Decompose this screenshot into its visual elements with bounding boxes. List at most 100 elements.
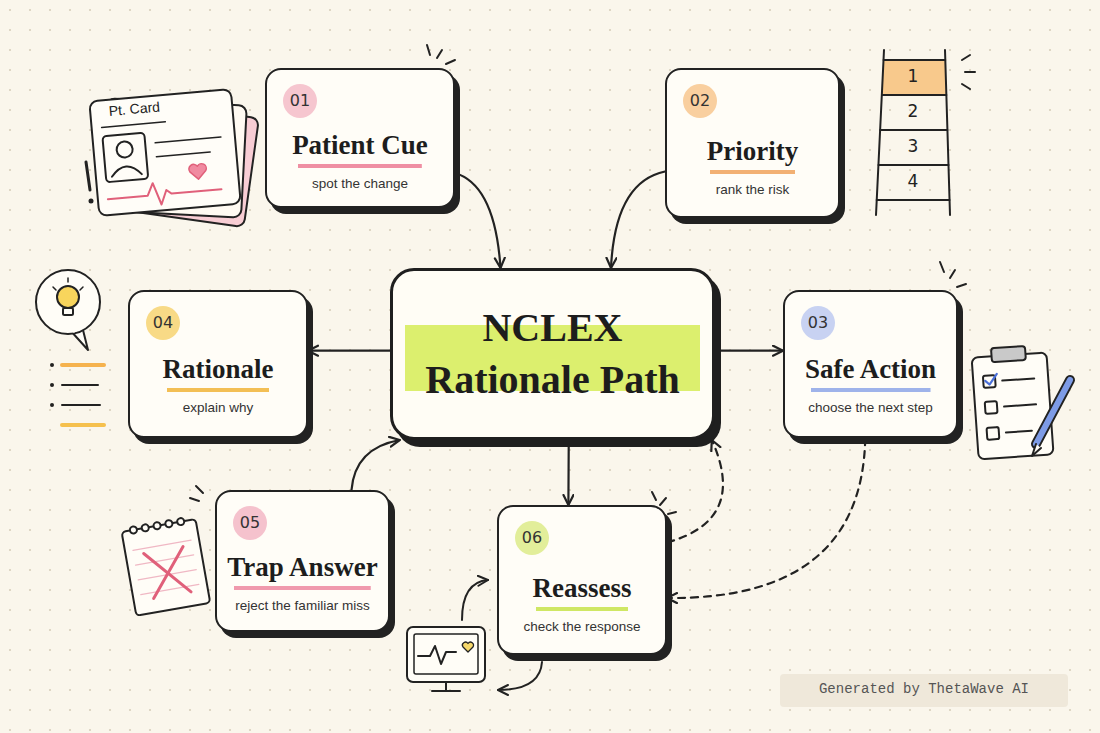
step-title: Patient Cue	[288, 128, 432, 168]
step-subtitle: choose the next step	[785, 400, 956, 415]
step-box: 04Rationaleexplain why	[128, 290, 308, 438]
notepad-icon	[165, 520, 173, 528]
note-lines	[50, 403, 54, 407]
spark-lines	[190, 498, 199, 501]
notepad-icon	[121, 516, 210, 616]
step-title: Reassess	[529, 571, 636, 611]
note-lines	[62, 384, 98, 386]
clipboard-icon	[987, 427, 1000, 440]
alert-mark	[86, 162, 94, 204]
priority-ladder	[882, 94, 946, 96]
step-number: 01	[283, 84, 317, 118]
spark-lines	[962, 84, 970, 89]
note-lines	[62, 404, 100, 406]
clipboard-icon	[985, 374, 998, 385]
patient-card-icon	[89, 89, 240, 216]
priority-ladder	[880, 129, 947, 131]
rank-number: 4	[898, 171, 928, 191]
arrow-connector	[715, 349, 783, 351]
step-box: 05Trap Answerreject the familiar miss	[215, 490, 390, 632]
spark-lines	[962, 55, 970, 60]
notepad-icon	[153, 522, 161, 530]
priority-ladder	[876, 50, 950, 215]
note-lines	[62, 363, 104, 367]
step-title: Rationale	[159, 352, 278, 392]
spark-lines	[652, 492, 656, 500]
step-number: 02	[683, 84, 717, 118]
dashed-connector	[667, 438, 865, 598]
arrow-connector	[352, 440, 400, 490]
clipboard-icon	[1006, 431, 1032, 433]
lightbulb-bubble	[80, 287, 83, 290]
spark-lines	[190, 45, 975, 514]
spark-lines	[437, 50, 442, 58]
step-subtitle: rank the risk	[667, 182, 838, 197]
step-box: 02Priority rank the risk	[665, 68, 840, 218]
clipboard-icon	[971, 344, 1070, 459]
step-number: 06	[515, 521, 549, 555]
notepad-icon	[144, 547, 191, 599]
step-title: Priority	[703, 134, 802, 174]
lightbulb-bubble	[67, 278, 69, 282]
spark-lines	[957, 284, 966, 287]
notepad-icon	[121, 516, 210, 616]
rank-number: 2	[898, 101, 928, 121]
rank-number: 3	[898, 136, 928, 156]
arrow-connector	[567, 440, 570, 505]
notepad-icon	[129, 526, 137, 534]
clipboard-icon	[1004, 404, 1036, 406]
clipboard-icon	[1002, 378, 1034, 380]
arrow-connector	[308, 349, 390, 351]
arrow-connector	[455, 173, 501, 268]
lightbulb-bubble	[57, 286, 79, 308]
patient-card-icon	[89, 89, 240, 216]
watermark-plate	[780, 674, 1068, 707]
spark-lines	[446, 60, 455, 64]
spark-lines	[965, 71, 975, 73]
lightbulb-bubble	[36, 270, 100, 350]
note-lines	[50, 383, 54, 387]
monitor-icon	[407, 627, 485, 691]
monitor-arrows	[462, 580, 488, 620]
alert-mark	[86, 162, 90, 190]
patient-card-icon	[116, 141, 133, 158]
monitor-icon	[407, 627, 485, 682]
patient-card-icon	[188, 163, 207, 180]
step-title: Trap Answer	[223, 550, 381, 590]
rank-number: 1	[898, 66, 928, 86]
spark-lines	[940, 262, 944, 272]
dashed-connector	[667, 440, 723, 543]
lightbulb-bubble	[63, 308, 73, 315]
patient-card-icon	[155, 137, 221, 143]
step-subtitle: check the response	[499, 619, 665, 634]
priority-ladder	[882, 60, 946, 95]
clipboard-icon	[1036, 380, 1070, 444]
notepad-icon	[146, 547, 191, 599]
note-lines	[50, 363, 104, 425]
spark-lines	[668, 512, 676, 514]
notepad-icon	[177, 518, 185, 526]
arrow-connector	[611, 172, 665, 269]
clipboard-icon	[1036, 380, 1070, 444]
step-title: Safe Action	[801, 352, 940, 392]
step-box: 01Patient Cuespot the change	[265, 68, 455, 208]
priority-ladder	[945, 50, 950, 215]
lightbulb-bubble	[53, 287, 56, 290]
monitor-icon	[445, 682, 447, 690]
clipboard-icon	[991, 346, 1026, 362]
patient-card-icon	[107, 177, 222, 209]
patient-card-icon	[102, 122, 166, 128]
note-lines	[50, 363, 54, 367]
step-number: 03	[801, 306, 835, 340]
patient-card-icon	[111, 165, 142, 177]
monitor-arrows	[498, 662, 542, 690]
monitor-icon	[418, 646, 456, 664]
notepad-icon	[136, 555, 194, 565]
monitor-icon	[414, 634, 478, 674]
priority-ladder	[876, 50, 884, 215]
clipboard-icon	[1032, 444, 1041, 456]
watermark: Generated by ThetaWave AI	[780, 681, 1068, 697]
lightbulb-bubble	[36, 270, 100, 334]
notepad-icon	[141, 524, 149, 532]
